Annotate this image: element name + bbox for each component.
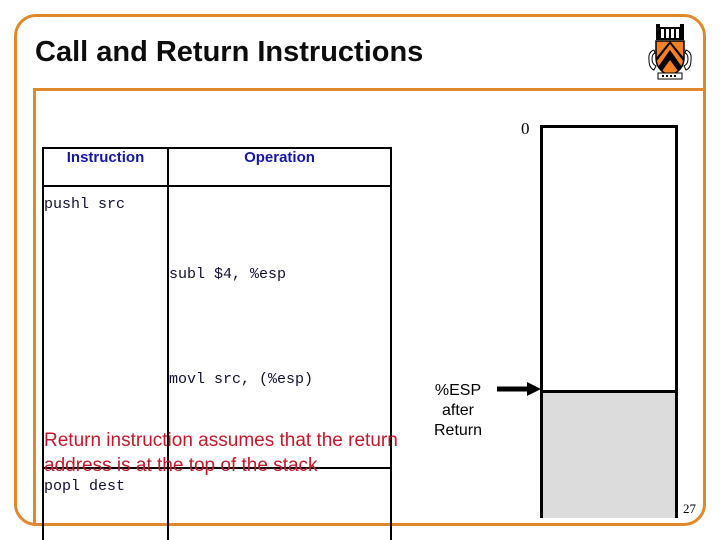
cell-instruction: popl dest [42, 467, 169, 540]
esp-label-line: after [441, 402, 474, 419]
esp-label-line: %ESP [434, 382, 482, 399]
operation-line: movl src, (%esp) [169, 371, 314, 388]
column-header-instruction: Instruction [42, 147, 169, 187]
esp-arrow-icon [497, 382, 541, 396]
esp-label-line: Return [433, 422, 483, 439]
table-row: popl dest movl (%esp), dest addl $4, %es… [42, 467, 392, 540]
instruction-operation-table: Instruction Operation pushl src subl $4,… [42, 147, 392, 540]
table-row: pushl src subl $4, %esp movl src, (%esp) [42, 185, 392, 469]
operation-line: subl $4, %esp [169, 266, 287, 283]
return-note-text: Return instruction assumes that the retu… [44, 430, 398, 476]
cell-operation: movl (%esp), dest addl $4, %esp [167, 467, 392, 540]
table-header-row: Instruction Operation [42, 147, 392, 187]
page-number: 27 [683, 501, 696, 516]
cell-operation: subl $4, %esp movl src, (%esp) [167, 185, 392, 469]
column-header-operation: Operation [167, 147, 392, 187]
stack-top-address-label: 0 [521, 119, 530, 138]
stack-diagram [540, 125, 678, 518]
esp-pointer-label: %ESP after Return [418, 381, 498, 441]
cell-instruction: pushl src [42, 185, 169, 469]
princeton-shield-logo [644, 22, 696, 84]
page-title: Call and Return Instructions [35, 36, 424, 68]
stack-used-region [543, 390, 675, 518]
